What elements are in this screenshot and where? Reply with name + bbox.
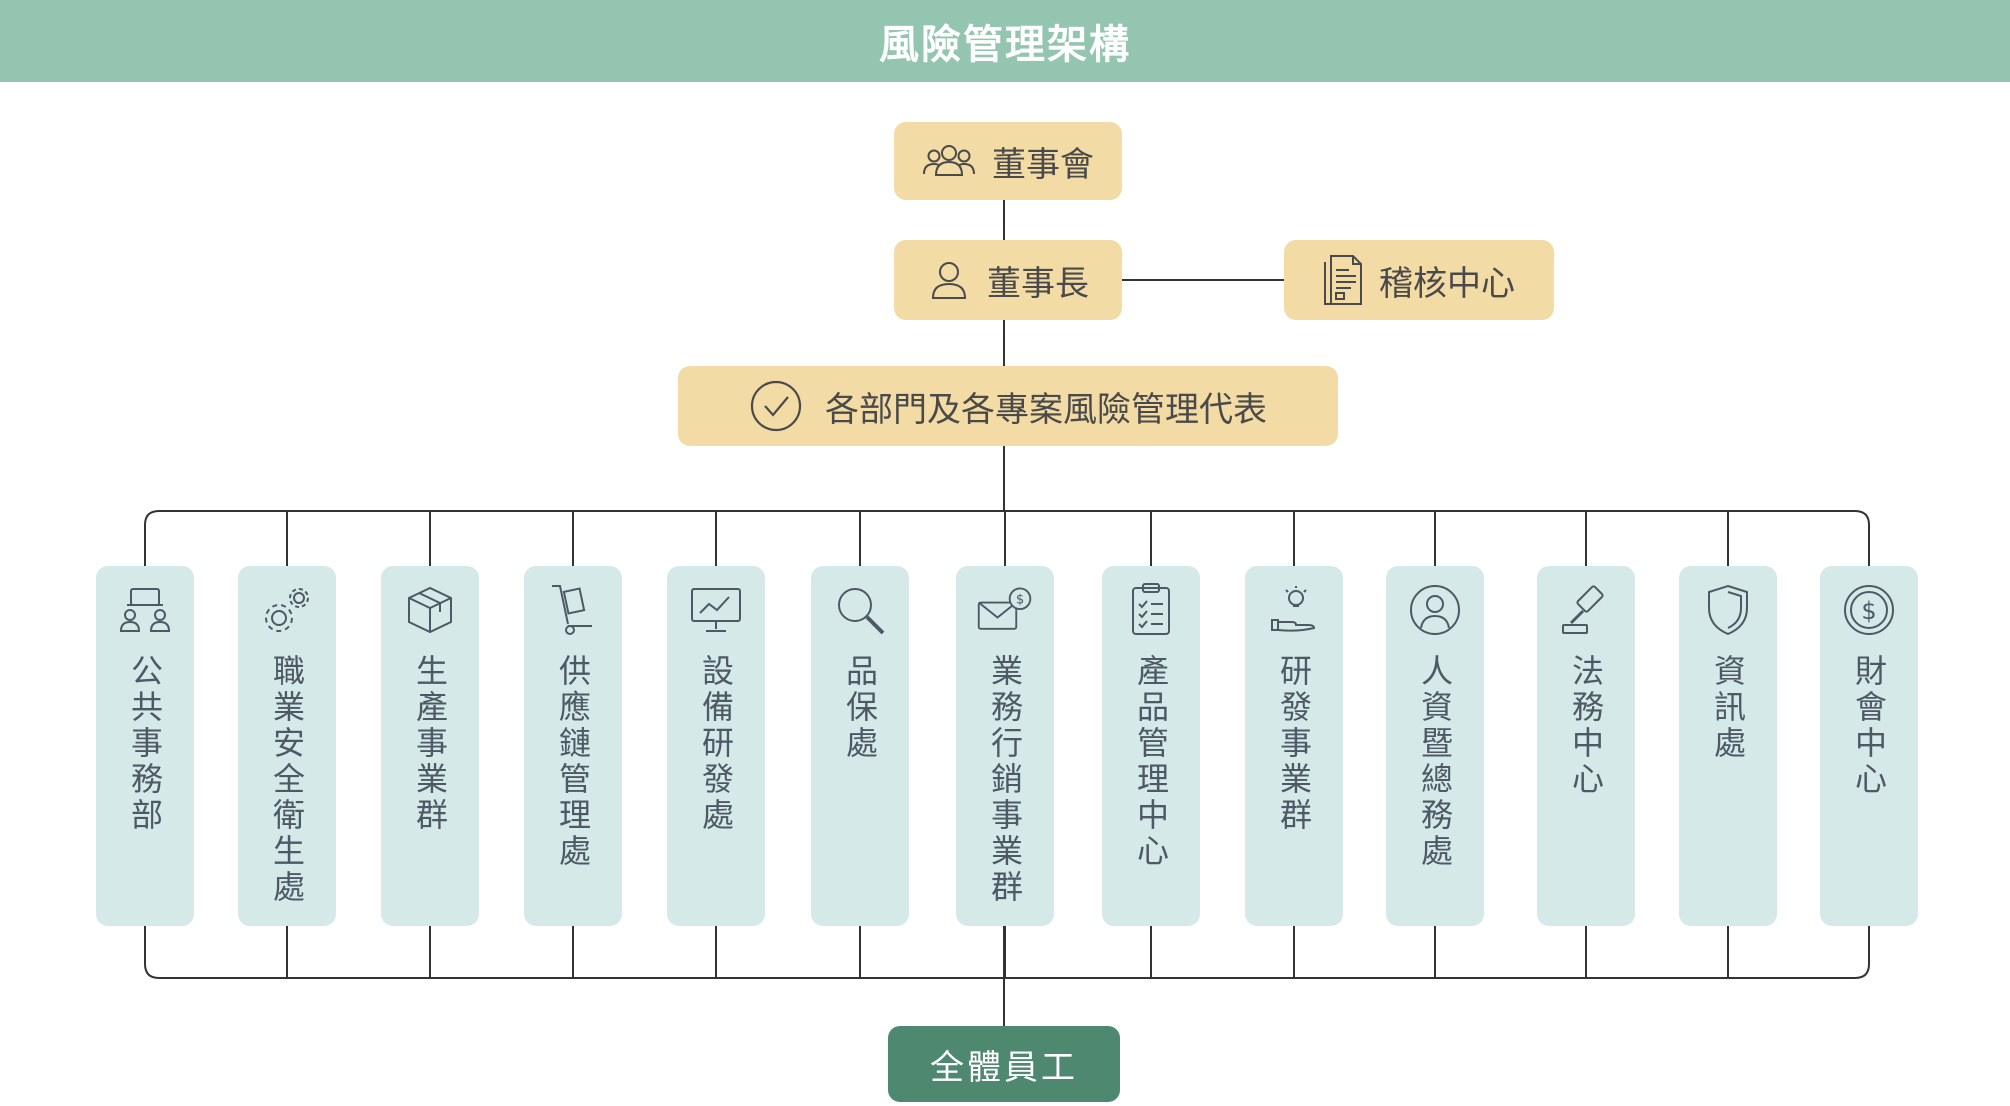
dept-card: 品保處 bbox=[811, 566, 909, 926]
audit-label: 稽核中心 bbox=[1379, 263, 1515, 304]
shield-icon bbox=[1698, 580, 1758, 640]
clipboard-checklist-icon bbox=[1121, 580, 1181, 640]
dept-card: 設備研發處 bbox=[667, 566, 765, 926]
dept-label: 供應鏈管理處 bbox=[554, 654, 592, 870]
all-staff-label: 全體員工 bbox=[930, 1047, 1078, 1088]
meeting-people-icon bbox=[115, 580, 175, 640]
dept-card: 研發事業群 bbox=[1245, 566, 1343, 926]
dept-card: $ 業務行銷事業群 bbox=[956, 566, 1054, 926]
dept-label: 業務行銷事業群 bbox=[986, 654, 1024, 906]
dept-card: 職業安全衛生處 bbox=[238, 566, 336, 926]
dept-label: 品保處 bbox=[841, 654, 879, 762]
dept-label: 設備研發處 bbox=[697, 654, 735, 834]
magnifier-icon bbox=[830, 580, 890, 640]
document-icon bbox=[1323, 254, 1363, 306]
dept-label: 研發事業群 bbox=[1275, 654, 1313, 834]
dept-label: 法務中心 bbox=[1567, 654, 1605, 798]
dept-label: 資訊處 bbox=[1709, 654, 1747, 762]
top-bus bbox=[144, 510, 1870, 566]
monitor-chart-icon bbox=[686, 580, 746, 640]
reps-label: 各部門及各專案風險管理代表 bbox=[825, 389, 1267, 430]
header-bar: 風險管理架構 bbox=[0, 0, 2010, 82]
dept-label: 生產事業群 bbox=[411, 654, 449, 834]
board-label: 董事會 bbox=[992, 144, 1094, 185]
dept-label: 財會中心 bbox=[1850, 654, 1888, 798]
dept-label: 職業安全衛生處 bbox=[268, 654, 306, 906]
dept-card: 資訊處 bbox=[1679, 566, 1777, 926]
dept-card: 法務中心 bbox=[1537, 566, 1635, 926]
dollar-coin-icon: $ bbox=[1839, 580, 1899, 640]
dept-card: 公共事務部 bbox=[96, 566, 194, 926]
dept-card: 供應鏈管理處 bbox=[524, 566, 622, 926]
all-staff-node: 全體員工 bbox=[888, 1026, 1120, 1102]
dept-card: $ 財會中心 bbox=[1820, 566, 1918, 926]
envelope-dollar-icon: $ bbox=[975, 580, 1035, 640]
dept-card: 生產事業群 bbox=[381, 566, 479, 926]
dept-label: 公共事務部 bbox=[126, 654, 164, 834]
dept-card: 產品管理中心 bbox=[1102, 566, 1200, 926]
box-icon bbox=[400, 580, 460, 640]
chairman-label: 董事長 bbox=[987, 263, 1089, 304]
gears-icon bbox=[257, 580, 317, 640]
board-node: 董事會 bbox=[894, 122, 1122, 200]
chairman-node: 董事長 bbox=[894, 240, 1122, 320]
person-icon bbox=[927, 258, 971, 302]
checkmark-circle-icon bbox=[749, 379, 803, 433]
group-icon bbox=[922, 141, 976, 181]
gavel-icon bbox=[1556, 580, 1616, 640]
reps-node: 各部門及各專案風險管理代表 bbox=[678, 366, 1338, 446]
dept-label: 產品管理中心 bbox=[1132, 654, 1170, 870]
hand-truck-icon bbox=[543, 580, 603, 640]
page-title: 風險管理架構 bbox=[879, 22, 1131, 68]
lightbulb-hand-icon bbox=[1264, 580, 1324, 640]
dept-label: 人資暨總務處 bbox=[1416, 654, 1454, 870]
dept-card: 人資暨總務處 bbox=[1386, 566, 1484, 926]
svg-text:$: $ bbox=[1016, 592, 1024, 607]
audit-node: 稽核中心 bbox=[1284, 240, 1554, 320]
bottom-bus bbox=[144, 926, 1870, 979]
person-circle-icon bbox=[1405, 580, 1465, 640]
svg-text:$: $ bbox=[1861, 597, 1876, 625]
